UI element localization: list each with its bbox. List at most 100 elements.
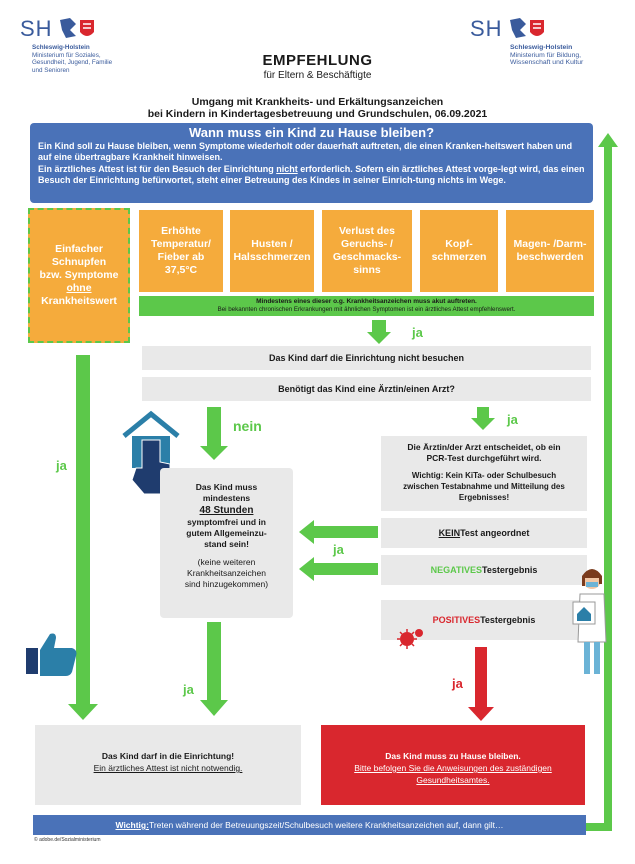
symptomfree-note: (keine weiteren	[197, 557, 256, 567]
arrow-down-head	[367, 332, 391, 344]
arrow-down-no	[207, 407, 221, 447]
arrow-left-2	[313, 563, 378, 575]
simple-cold-text: bzw. Symptome	[39, 269, 119, 281]
arrow-down-mid	[207, 622, 221, 702]
simple-cold-emphasis: ohne	[66, 282, 92, 294]
blue-box-emphasis: nicht	[276, 164, 298, 174]
arrow-left-long-head	[68, 704, 98, 720]
virus-icon	[397, 629, 423, 649]
blue-box-heading: Wann muss ein Kind zu Hause bleiben?	[188, 125, 435, 140]
symptomfree-text: stand sein!	[204, 539, 249, 549]
logo-line: Gesundheit, Jugend, Familie	[32, 59, 113, 66]
step-need-doctor: Benötigt das Kind eine Ärztin/einen Arzt…	[142, 377, 591, 401]
loop-arrowhead	[598, 133, 618, 147]
arrow-down-red	[475, 647, 487, 709]
page-subtitle: für Eltern & Beschäftigte	[263, 70, 372, 81]
symptomfree-hours: 48 Stunden	[199, 505, 254, 516]
doctor-warning: Wichtig: Kein KiTa- oder Schulbesuch	[411, 471, 557, 480]
result-negative-text: Testergebnis	[481, 565, 538, 575]
doctor-text: Die Ärztin/der Arzt entscheidet, ob ein	[407, 442, 561, 452]
house-hand-icon	[122, 410, 180, 495]
page-title: EMPFEHLUNG	[262, 52, 373, 69]
symptomfree-text: Das Kind muss	[195, 482, 258, 492]
outcome-home-note: Gesundheitsamtes.	[416, 775, 490, 785]
label-yes: ja	[333, 542, 344, 557]
loop-line-right	[604, 145, 612, 831]
topic-line: bei Kindern in Kindertagesbetreuung und …	[147, 108, 488, 120]
arrow-down-yes	[477, 407, 489, 419]
blue-box-text: Ein ärztliches Attest ist für den Besuch…	[38, 164, 277, 174]
simple-cold-text: Schnupfen	[51, 256, 107, 268]
result-no-test: KEIN Test angeordnet	[381, 518, 587, 548]
logo-line: Wissenschaft und Kultur	[510, 59, 584, 66]
symptomfree-note: Krankheitsanzeichen	[187, 568, 266, 578]
blue-info-box: Wann muss ein Kind zu Hause bleiben? Ein…	[30, 123, 593, 203]
symptomfree-text: symptomfrei und in	[187, 517, 266, 527]
arrow-left-1-head	[299, 520, 314, 544]
arrow-left-2-head	[299, 557, 314, 581]
simple-cold-text: Einfacher	[55, 243, 103, 255]
arrow-left-1	[313, 526, 378, 538]
symptomfree-note: sind hinzugekommen)	[184, 579, 269, 589]
logo-line: Ministerium für Soziales,	[32, 51, 101, 59]
doctor-icon	[572, 569, 607, 674]
label-yes-red: ja	[452, 676, 463, 691]
result-no-test-text: Test angeordnet	[460, 528, 530, 538]
arrow-down-mid-head	[200, 700, 228, 716]
step-not-visit: Das Kind darf die Einrichtung nicht besu…	[142, 346, 591, 370]
simple-cold-box: Einfacher Schnupfen bzw. Symptome ohne K…	[28, 208, 130, 343]
footer-bar: Wichtig: Treten während der Betreuungsze…	[33, 815, 586, 835]
symptomfree-text: mindestens	[202, 493, 251, 503]
symptomfree-box: Das Kind muss mindestens 48 Stunden symp…	[160, 468, 293, 618]
outcome-home-title: Das Kind muss zu Hause bleiben.	[385, 751, 521, 761]
result-positive-text: Testergebnis	[480, 615, 536, 625]
result-positive-key: POSITIVES	[432, 615, 481, 625]
blue-box-text: erforderlich. Sofern ein ärztliches Atte…	[38, 164, 585, 185]
outcome-ok-title: Das Kind darf in die Einrichtung!	[101, 751, 235, 761]
result-positive: POSITIVES Testergebnis	[381, 600, 587, 640]
logo-left: SH Schleswig-Holstein Ministerium für So…	[20, 16, 150, 76]
outcome-may-attend: Das Kind darf in die Einrichtung! Ein är…	[35, 725, 301, 805]
result-no-test-key: KEIN	[438, 528, 461, 538]
symptom-box-smell: Verlust des Geruchs- / Geschmacks-sinns	[322, 210, 412, 292]
logo-line: und Senioren	[32, 66, 70, 74]
label-yes: ja	[507, 412, 518, 427]
thumbs-up-icon	[26, 633, 77, 676]
logo-line: Schleswig-Holstein	[32, 44, 90, 51]
symptomfree-text: gutem Allgemeinzu-	[186, 528, 267, 538]
doctor-warning: zwischen Testabnahme und Mitteilung des	[403, 482, 565, 491]
label-yes: ja	[412, 325, 423, 340]
coat-of-arms-icon	[510, 18, 544, 38]
outcome-home-note: Bitte befolgen Sie die Anweisungen des z…	[354, 763, 552, 773]
arrow-down-no-head	[200, 446, 228, 460]
loop-line-bottom	[585, 823, 612, 831]
green-note-line: Bei bekannten chronischen Erkrankungen m…	[217, 306, 516, 313]
outcome-stay-home: Das Kind muss zu Hause bleiben. Bitte be…	[321, 725, 585, 805]
logo-line: Ministerium für Bildung,	[510, 51, 582, 59]
logo-line: Schleswig-Holstein	[510, 44, 573, 51]
symptom-box-cough: Husten / Halsschmerzen	[230, 210, 314, 292]
symptom-box-stomach: Magen- /Darm-beschwerden	[506, 210, 594, 292]
symptom-box-fever: Erhöhte Temperatur/ Fieber ab 37,5°C	[139, 210, 223, 292]
doctor-warning: Ergebnisses!	[458, 493, 510, 502]
credit: © adobe.de/Sozialministerium	[34, 837, 101, 843]
result-negative-key: NEGATIVES	[430, 565, 482, 575]
green-note-line: Mindestens eines dieser o.g. Krankheitsa…	[256, 298, 477, 305]
doctor-decides-box: Die Ärztin/der Arzt entscheidet, ob ein …	[381, 436, 587, 511]
simple-cold-text: Krankheitswert	[41, 295, 117, 307]
label-yes: ja	[56, 458, 67, 473]
footer-text: Treten während der Betreuungszeit/Schulb…	[148, 820, 504, 830]
outcome-ok-note: Ein ärztliches Attest ist nicht notwendi…	[93, 763, 243, 773]
topic-line: Umgang mit Krankheits- und Erkältungsanz…	[191, 96, 444, 108]
label-yes: ja	[183, 682, 194, 697]
logo-mark: SH	[470, 16, 503, 41]
arrow-down-yes-head	[471, 418, 495, 430]
arrow-left-long	[76, 355, 90, 705]
coat-of-arms-icon	[60, 18, 94, 38]
green-note: Mindestens eines dieser o.g. Krankheitsa…	[139, 296, 594, 316]
doctor-text: PCR-Test durchgeführt wird.	[426, 453, 542, 463]
symptom-box-headache: Kopf-schmerzen	[420, 210, 498, 292]
label-no: nein	[233, 418, 262, 434]
result-negative: NEGATIVES Testergebnis	[381, 555, 587, 585]
logo-right: SH Schleswig-Holstein Ministerium für Bi…	[470, 16, 620, 76]
